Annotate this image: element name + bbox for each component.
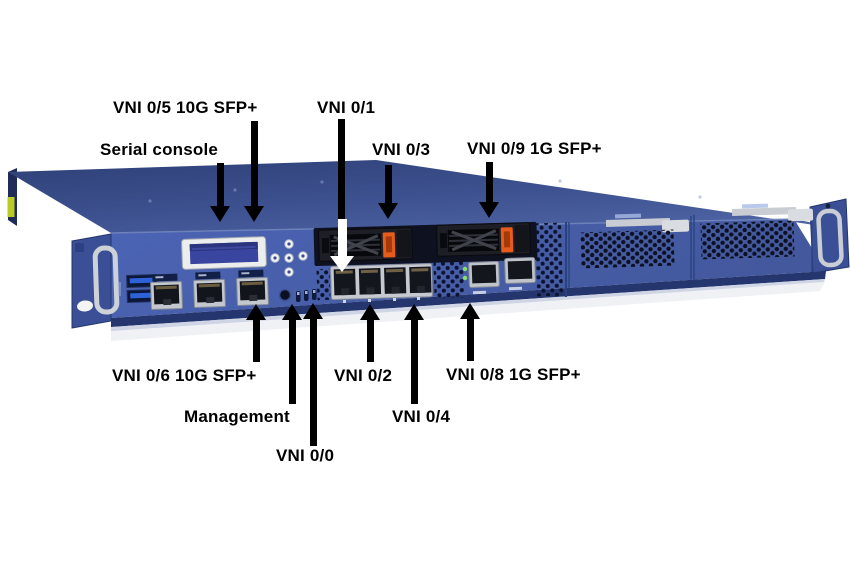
front-panel bbox=[118, 203, 814, 310]
side-sticker bbox=[7, 197, 15, 217]
status-leds bbox=[296, 289, 317, 302]
vent-cluster-mid bbox=[433, 261, 465, 299]
arrow-vni-0-1 bbox=[330, 219, 354, 272]
ear-handle bbox=[816, 208, 844, 268]
label-vni-0-8: VNI 0/8 1G SFP+ bbox=[446, 365, 581, 384]
arrow-vni-0-5 bbox=[244, 121, 264, 222]
arrow-vni-0-6 bbox=[246, 304, 266, 362]
lan-port-2 bbox=[358, 268, 382, 295]
rj45-port-console bbox=[150, 273, 183, 310]
fan-vent bbox=[580, 229, 675, 269]
usb-ports bbox=[126, 273, 158, 304]
fan-label bbox=[741, 203, 769, 209]
vent-cluster-left bbox=[316, 268, 331, 301]
label-vni-0-2: VNI 0/2 bbox=[334, 366, 393, 385]
arrow-vni-0-9 bbox=[479, 162, 499, 218]
arrow-vni-0-4 bbox=[404, 304, 424, 404]
label-vni-0-5: VNI 0/5 10G SFP+ bbox=[113, 98, 258, 117]
link-leds bbox=[462, 266, 468, 281]
sfp-cage-2 bbox=[504, 257, 536, 284]
fan-module-1 bbox=[568, 213, 692, 288]
lan-port-3 bbox=[384, 267, 407, 294]
fan-latch bbox=[731, 206, 797, 217]
ear-screw-hole bbox=[825, 203, 831, 209]
lcd-display bbox=[181, 236, 267, 270]
label-vni-0-9: VNI 0/9 1G SFP+ bbox=[467, 139, 602, 158]
sfp-cage-labels bbox=[472, 286, 523, 295]
fan-latch-tab bbox=[787, 208, 814, 222]
label-vni-0-1: VNI 0/1 bbox=[317, 98, 376, 117]
lan-port-numerals bbox=[343, 297, 420, 303]
ear-mount-hole bbox=[77, 300, 93, 312]
lan-port-4 bbox=[409, 266, 432, 294]
brand-mark bbox=[118, 282, 121, 296]
fan-latch-tab bbox=[661, 219, 690, 233]
top-face-screws bbox=[148, 179, 702, 203]
fan-latch bbox=[605, 217, 671, 228]
label-vni-0-6: VNI 0/6 10G SFP+ bbox=[112, 366, 257, 385]
lan-port-1 bbox=[333, 268, 356, 296]
ear-handle bbox=[92, 245, 120, 315]
fan-vent bbox=[700, 220, 795, 260]
lcd-nav-buttons bbox=[270, 239, 308, 277]
rj45-port-mgmt-a bbox=[193, 271, 226, 309]
sfp-cage-1 bbox=[468, 261, 500, 288]
arrow-vni-0-0 bbox=[303, 303, 323, 446]
arrow-management bbox=[282, 304, 302, 404]
power-button bbox=[278, 288, 292, 302]
label-management: Management bbox=[184, 407, 290, 426]
label-vni-0-3: VNI 0/3 bbox=[372, 140, 431, 159]
label-serial-console: Serial console bbox=[100, 140, 219, 159]
label-vni-0-4: VNI 0/4 bbox=[392, 407, 451, 426]
lan-port-block bbox=[330, 263, 433, 300]
vent-band-right bbox=[534, 222, 564, 297]
arrow-vni-0-3 bbox=[378, 165, 398, 219]
label-vni-0-0: VNI 0/0 bbox=[276, 446, 335, 465]
arrow-vni-0-1-shaft bbox=[338, 119, 345, 222]
right-rack-ear bbox=[809, 198, 850, 274]
arrow-vni-0-2 bbox=[360, 304, 380, 362]
fan-label bbox=[614, 213, 642, 219]
left-rack-ear bbox=[71, 233, 120, 329]
rj45-port-mgmt-b bbox=[236, 269, 269, 306]
sfp-plus-module-2 bbox=[436, 222, 531, 257]
fan-module-2 bbox=[693, 203, 814, 280]
arrow-vni-0-8 bbox=[460, 303, 480, 361]
arrow-serial-console bbox=[210, 163, 230, 222]
